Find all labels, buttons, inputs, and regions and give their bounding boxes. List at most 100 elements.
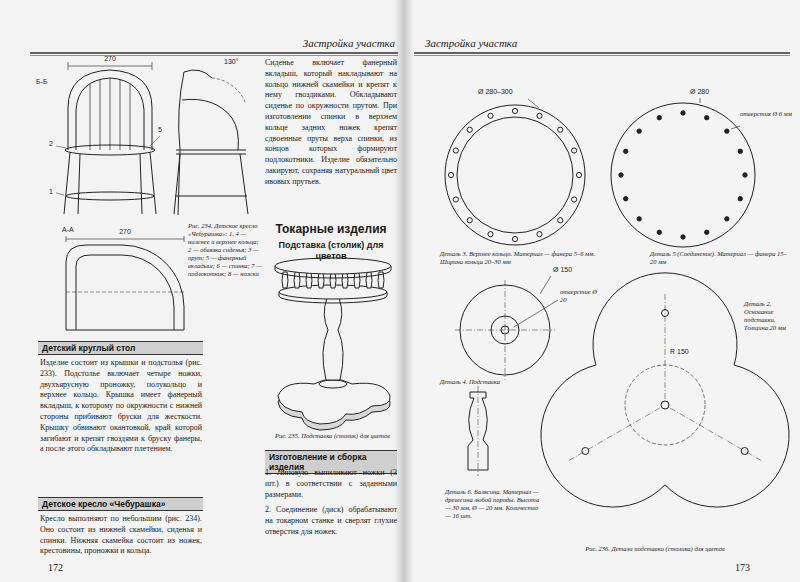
header-rule [414, 55, 790, 56]
ring-part-drawing [445, 105, 585, 245]
body-text: Кресло выполняют по небольшим (рис. 234)… [40, 514, 202, 557]
figure-caption: Деталь 2. Основание подставки. Толщина 2… [744, 300, 794, 332]
dimension-label: Ø 280–300 [478, 88, 528, 97]
section-band: Детский круглый стол [38, 341, 203, 355]
hole-ring [576, 172, 581, 177]
hole-dots [624, 149, 628, 153]
header-rule [30, 52, 398, 53]
dimension-label: А-А [62, 226, 86, 235]
hole-marks [670, 408, 762, 461]
hole-dots [705, 116, 709, 120]
baluster-row [294, 272, 300, 288]
dimension-label: Ø 280 [690, 88, 730, 97]
hole-dots [725, 129, 729, 133]
chair-top-view [76, 255, 174, 330]
hole-ring [572, 148, 577, 153]
hole-ring [537, 232, 542, 237]
hole-dots [637, 129, 641, 133]
dimension-label: 130° [224, 58, 252, 67]
flower-stand-figure [278, 379, 390, 424]
ring-part-drawing [528, 99, 539, 108]
stand-part-drawing [455, 280, 555, 380]
figure-caption: отверстие Ø 20 [560, 288, 602, 304]
running-header: Застройка участка [425, 37, 575, 50]
baluster-drawing [468, 386, 488, 476]
flower-stand-figure [275, 258, 391, 430]
header-rule [30, 55, 398, 56]
baluster-row [342, 272, 348, 288]
hole-ring [453, 197, 458, 202]
dimension-label: Ø 150 [553, 266, 583, 275]
hole-ring [488, 113, 493, 118]
chair-side-view [212, 78, 246, 104]
figure-caption: Деталь 5 (Соединение). Материал — фанера… [650, 250, 790, 266]
base-part-drawing [541, 273, 789, 507]
header-rule [30, 53, 790, 56]
dimension-label: 270 [113, 228, 137, 237]
hole-dots [705, 230, 709, 234]
hole-ring [467, 127, 472, 132]
chair-top-view [66, 236, 67, 242]
hole-dots [738, 149, 742, 153]
chair-top-view [66, 245, 184, 330]
flower-stand-figure [319, 380, 347, 388]
dimension-label: 5 [158, 126, 168, 135]
chair-front-view [66, 192, 154, 200]
body-text: 1. Липовую выпиливают ножки (3 шт.) в со… [265, 468, 397, 500]
chair-front-view [64, 152, 156, 214]
chair-side-view [175, 196, 247, 197]
section-heading: Детское кресло «Чебурашка» [42, 499, 199, 509]
section-heading: Детский круглый стол [42, 343, 199, 353]
hole-ring [467, 218, 472, 223]
baluster-row [354, 272, 360, 288]
disc-part-drawing [611, 98, 755, 247]
hole-ring [537, 113, 542, 118]
body-text: Сиденье включает фанерный вкладыш, котор… [265, 58, 397, 188]
dimension-label: R 150 [669, 348, 697, 357]
body-text: 2. Соединение (диск) обрабатывают на ток… [265, 505, 397, 537]
running-header: Застройка участка [268, 37, 395, 50]
dimension-label: 2 [49, 140, 59, 149]
hole-dots [681, 111, 685, 115]
chair-side-view [176, 150, 246, 154]
hole-dots [743, 173, 747, 177]
chair-top-view [66, 292, 184, 293]
chair-front-view [90, 78, 130, 150]
hole-marks [568, 293, 762, 461]
hole-marks [582, 448, 589, 455]
chair-side-view [178, 72, 184, 215]
hole-ring [512, 108, 517, 113]
baluster-drawing [478, 386, 479, 476]
hole-dots [619, 173, 623, 177]
hole-dots [738, 197, 742, 201]
baluster-row [318, 272, 324, 288]
section-band: Детское кресло «Чебурашка» [38, 497, 203, 511]
chair-front-view [76, 78, 144, 150]
stand-part-drawing [514, 276, 558, 327]
figure-caption: отверстия Ø 6 мм [740, 110, 794, 118]
hole-ring [448, 108, 581, 241]
base-part-drawing [541, 273, 789, 507]
chair-top-view [184, 236, 185, 242]
header-rule [414, 52, 790, 53]
baluster-row [306, 272, 312, 288]
figure-caption: Рис. 236. Детали подставки (столика) для… [520, 545, 790, 553]
figure-caption: Рис. 234. Детское кресло «Чебурашка»: 1,… [188, 222, 262, 278]
figure-caption: Рис. 235. Подставка (столик) для цветов [270, 432, 395, 440]
chair-front-view [56, 62, 160, 214]
chair-top-view [66, 236, 184, 330]
baluster-row [366, 272, 372, 288]
hole-dots [725, 217, 729, 221]
hole-dots [657, 230, 661, 234]
page-number: 172 [48, 562, 78, 574]
dimension-label: 1 [49, 188, 59, 197]
hole-ring [448, 172, 453, 177]
hole-dots [681, 235, 685, 239]
hole-marks [568, 408, 660, 461]
section-heading: Подставка (столик) для цветов [265, 240, 397, 262]
page-number: 173 [735, 562, 765, 574]
chair-side-view [184, 70, 212, 78]
